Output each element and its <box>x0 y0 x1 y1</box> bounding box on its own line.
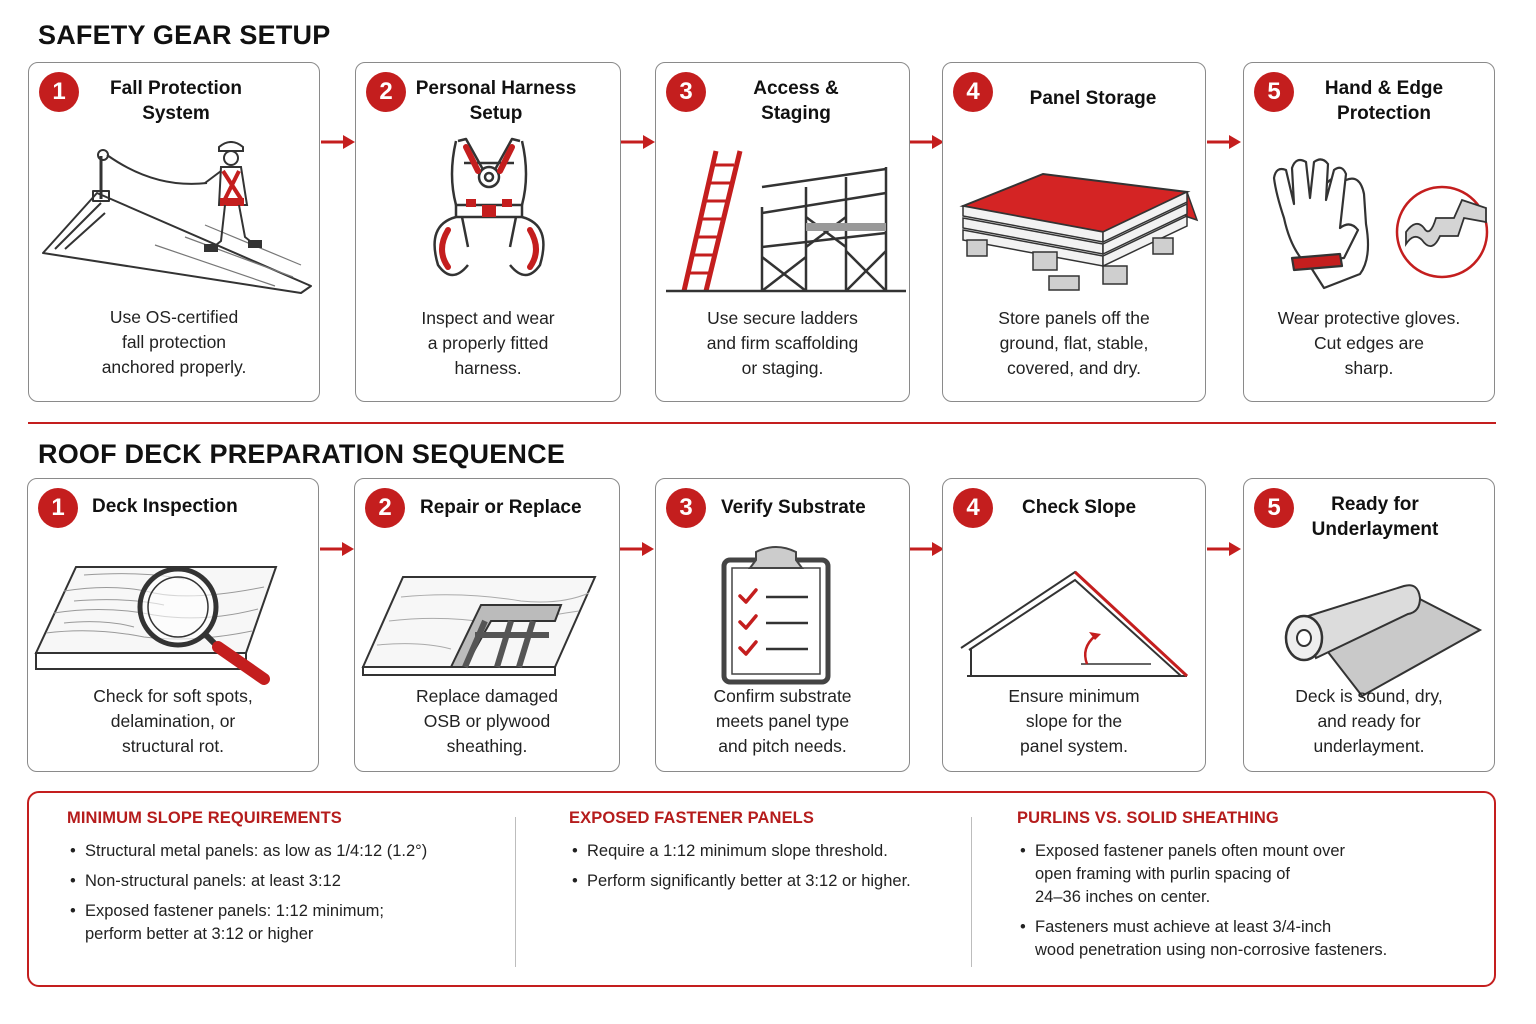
card-title: Verify Substrate <box>721 497 866 518</box>
panel-stack-icon <box>959 172 1199 291</box>
deck-card-verify: 3 Verify Substrate Confirm substrate mee… <box>655 478 910 772</box>
clipboard-icon <box>721 546 831 685</box>
flow-arrow-icon <box>1207 542 1241 556</box>
info-col-minimum-slope: MINIMUM SLOPE REQUIREMENTS Structural me… <box>67 809 507 953</box>
card-description: Store panels off the ground, flat, stabl… <box>998 308 1150 378</box>
safety-card-fall-protection: 1 Fall Protection System Use OS-certifie… <box>28 62 320 402</box>
step-number-badge: 3 <box>666 72 706 112</box>
info-heading: PURLINS VS. SOLID SHEATHING <box>1017 809 1279 827</box>
step-number-badge: 3 <box>666 488 706 528</box>
deck-card-inspection: 1 Deck Inspection Check for soft spots, … <box>27 478 319 772</box>
step-number-badge: 4 <box>953 72 993 112</box>
info-separator <box>515 817 516 967</box>
step-number-badge: 1 <box>39 72 79 112</box>
card-title: Repair or Replace <box>420 497 582 518</box>
safety-card-panel-storage: 4 Panel Storage Store panels off the gro… <box>942 62 1206 402</box>
info-col-exposed-fastener: EXPOSED FASTENER PANELS Require a 1:12 m… <box>569 809 969 900</box>
info-col-purlins: PURLINS VS. SOLID SHEATHING Exposed fast… <box>1017 809 1487 969</box>
info-list: Require a 1:12 minimum slope threshold. … <box>569 840 969 893</box>
info-list: Exposed fastener panels often mount over… <box>1017 840 1487 962</box>
flow-arrow-icon <box>621 135 655 149</box>
info-separator <box>971 817 972 967</box>
safety-card-harness: 2 Personal Harness Setup Inspect and wea… <box>355 62 621 402</box>
card-title: Personal Harness Setup <box>415 78 577 124</box>
section-title-safety: SAFETY GEAR SETUP <box>38 20 331 50</box>
safety-card-access-staging: 3 Access & Staging Use secure ladders an… <box>655 62 910 402</box>
card-description: Inspect and wear a properly fitted harne… <box>421 308 555 378</box>
card-title: Deck Inspection <box>92 496 238 517</box>
flow-arrow-icon <box>320 542 354 556</box>
info-heading: MINIMUM SLOPE REQUIREMENTS <box>67 809 342 827</box>
card-title: Ready for Underlayment <box>1311 494 1439 540</box>
card-title: Access & Staging <box>753 78 839 124</box>
info-heading: EXPOSED FASTENER PANELS <box>569 809 814 827</box>
card-title: Fall Protection System <box>110 78 242 124</box>
flow-arrow-icon <box>910 135 944 149</box>
card-description: Check for soft spots, delamination, or s… <box>93 686 253 756</box>
flow-arrow-icon <box>1207 135 1241 149</box>
safety-card-hand-edge: 5 Hand & Edge Protection Wear protective… <box>1243 62 1495 402</box>
roof-slope-icon <box>960 570 1189 678</box>
info-panel: MINIMUM SLOPE REQUIREMENTS Structural me… <box>27 791 1496 987</box>
card-description: Confirm substrate meets panel type and p… <box>713 686 852 756</box>
step-number-badge: 4 <box>953 488 993 528</box>
card-description: Use secure ladders and firm scaffolding … <box>706 308 859 378</box>
flow-arrow-icon <box>620 542 654 556</box>
step-number-badge: 2 <box>365 488 405 528</box>
card-description: Ensure minimum slope for the panel syste… <box>1008 686 1140 756</box>
card-description: Replace damaged OSB or plywood sheathing… <box>415 686 559 756</box>
flow-arrow-icon <box>321 135 355 149</box>
list-item: Perform significantly better at 3:12 or … <box>569 870 969 893</box>
ladder-scaffold-icon <box>666 150 906 293</box>
roof-worker-icon <box>42 141 312 294</box>
card-description: Wear protective gloves. Cut edges are sh… <box>1277 308 1461 378</box>
deck-card-underlayment: 5 Ready for Underlayment Deck is sound, … <box>1243 478 1495 772</box>
card-title: Hand & Edge Protection <box>1324 78 1444 124</box>
step-number-badge: 1 <box>38 488 78 528</box>
card-title: Panel Storage <box>1029 88 1157 109</box>
step-number-badge: 2 <box>366 72 406 112</box>
card-title: Check Slope <box>1022 497 1137 518</box>
section-title-deck: ROOF DECK PREPARATION SEQUENCE <box>38 439 566 469</box>
list-item: Require a 1:12 minimum slope threshold. <box>569 840 969 863</box>
list-item: Exposed fastener panels often mount over… <box>1017 840 1487 909</box>
card-description: Use OS-certified fall protection anchore… <box>101 307 247 377</box>
harness-icon <box>433 137 545 277</box>
underlayment-roll-icon <box>1284 584 1483 698</box>
list-item: Structural metal panels: as low as 1/4:1… <box>67 840 507 863</box>
card-description: Deck is sound, dry, and ready for underl… <box>1295 686 1443 756</box>
list-item: Exposed fastener panels: 1:12 minimum; p… <box>67 900 507 946</box>
list-item: Non-structural panels: at least 3:12 <box>67 870 507 893</box>
sheathing-icon <box>361 576 597 676</box>
section-divider <box>28 422 1496 424</box>
list-item: Fasteners must achieve at least 3/4-inch… <box>1017 916 1487 962</box>
flow-arrow-icon <box>910 542 944 556</box>
info-list: Structural metal panels: as low as 1/4:1… <box>67 840 507 946</box>
step-number-badge: 5 <box>1254 488 1294 528</box>
deck-card-repair: 2 Repair or Replace Replace damaged OSB … <box>354 478 620 772</box>
deck-card-slope: 4 Check Slope Ensure minimum slope for t… <box>942 478 1206 772</box>
gloves-icon <box>1272 158 1489 290</box>
step-number-badge: 5 <box>1254 72 1294 112</box>
magnifier-icon <box>34 566 278 685</box>
